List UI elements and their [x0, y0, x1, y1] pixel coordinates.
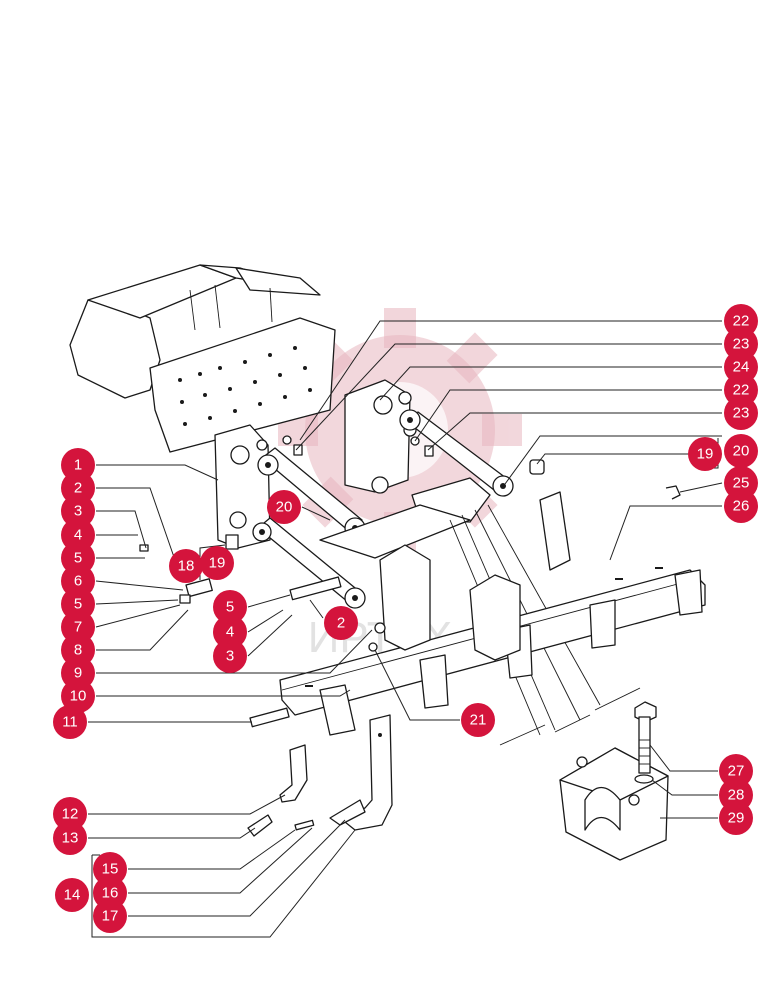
callout-circle — [461, 703, 495, 737]
callout-19b: 19 — [200, 546, 234, 580]
callout-number: 23 — [733, 405, 750, 422]
callout-number: 14 — [64, 887, 81, 904]
callout-number: 27 — [728, 763, 745, 780]
callout-number: 2 — [74, 480, 82, 497]
callout-number: 5 — [74, 550, 82, 567]
callout-circle — [724, 396, 758, 430]
callout-number: 7 — [74, 619, 82, 636]
callout-19a: 19 — [688, 437, 722, 471]
callout-circle — [169, 549, 203, 583]
callout-27: 27 — [719, 754, 753, 788]
callout-number: 26 — [733, 498, 750, 515]
callout-number: 11 — [62, 714, 78, 731]
callout-18: 18 — [169, 549, 203, 583]
callout-10: 10 — [61, 679, 95, 713]
callout-number: 9 — [74, 665, 82, 682]
leader-lines — [88, 320, 723, 938]
callout-number: 29 — [728, 810, 745, 827]
callout-circle — [719, 801, 753, 835]
callout-number: 24 — [733, 359, 750, 376]
callout-number: 12 — [62, 806, 79, 823]
callout-number: 20 — [276, 499, 293, 516]
callout-number: 22 — [733, 313, 750, 330]
callout-17: 17 — [93, 899, 127, 933]
callout-number: 2 — [337, 615, 345, 632]
callout-number: 4 — [226, 624, 234, 641]
callout-number: 22 — [733, 382, 750, 399]
callout-number: 4 — [74, 527, 82, 544]
callout-number: 13 — [62, 830, 79, 847]
callout-number: 5 — [74, 596, 82, 613]
callout-circle — [61, 494, 95, 528]
callout-circle — [688, 437, 722, 471]
callout-26: 26 — [724, 489, 758, 523]
callout-12: 12 — [53, 797, 87, 831]
callout-circle — [53, 797, 87, 831]
callout-11: 11 — [53, 705, 87, 739]
right-mount-plate — [344, 379, 417, 494]
callout-14: 14 — [55, 878, 89, 912]
callout-number: 18 — [178, 558, 195, 575]
callout-circle — [213, 590, 247, 624]
callout-number: 6 — [74, 573, 82, 590]
callout-number: 8 — [74, 642, 82, 659]
callout-number: 19 — [209, 555, 226, 572]
callout-2b: 2 — [324, 606, 358, 640]
callout-23b: 23 — [724, 396, 758, 430]
callout-circle — [267, 490, 301, 524]
callout-29: 29 — [719, 801, 753, 835]
callout-circle — [53, 821, 87, 855]
callout-20b: 20 — [267, 490, 301, 524]
callout-number: 3 — [226, 648, 234, 665]
callout-15: 15 — [93, 852, 127, 886]
callout-3a: 3 — [61, 494, 95, 528]
callout-number: 19 — [697, 446, 714, 463]
tractor-frame — [69, 264, 336, 453]
shank-brackets — [319, 491, 703, 736]
callout-circle — [213, 615, 247, 649]
callout-circle — [724, 434, 758, 468]
callout-circle — [93, 899, 127, 933]
callout-number: 28 — [728, 787, 745, 804]
callout-number: 15 — [102, 861, 119, 878]
callout-4b: 4 — [213, 615, 247, 649]
callout-number: 5 — [226, 599, 234, 616]
callout-number: 16 — [102, 885, 119, 902]
callout-circle — [200, 546, 234, 580]
callout-circle — [724, 489, 758, 523]
hardware-parts — [139, 435, 681, 831]
callout-number: 25 — [733, 475, 750, 492]
callout-number: 1 — [74, 457, 82, 474]
callout-13: 13 — [53, 821, 87, 855]
spring-tine — [247, 744, 308, 837]
callout-number: 17 — [102, 908, 119, 925]
beam-clamp — [559, 701, 669, 861]
callout-circle — [55, 878, 89, 912]
callout-circle — [324, 606, 358, 640]
callout-circle — [93, 852, 127, 886]
callout-20a: 20 — [724, 434, 758, 468]
callout-circle — [61, 679, 95, 713]
callout-number: 23 — [733, 336, 750, 353]
callout-21: 21 — [461, 703, 495, 737]
left-mount-plate — [214, 424, 271, 549]
callout-number: 21 — [470, 712, 487, 729]
callout-circle — [719, 754, 753, 788]
callout-number: 3 — [74, 503, 82, 520]
callout-3b: 3 — [213, 639, 247, 673]
callout-number: 10 — [70, 688, 87, 705]
callout-circle — [213, 639, 247, 673]
hitch-frame — [319, 477, 641, 746]
callout-number: 20 — [733, 443, 750, 460]
callout-5c: 5 — [213, 590, 247, 624]
callout-circle — [53, 705, 87, 739]
